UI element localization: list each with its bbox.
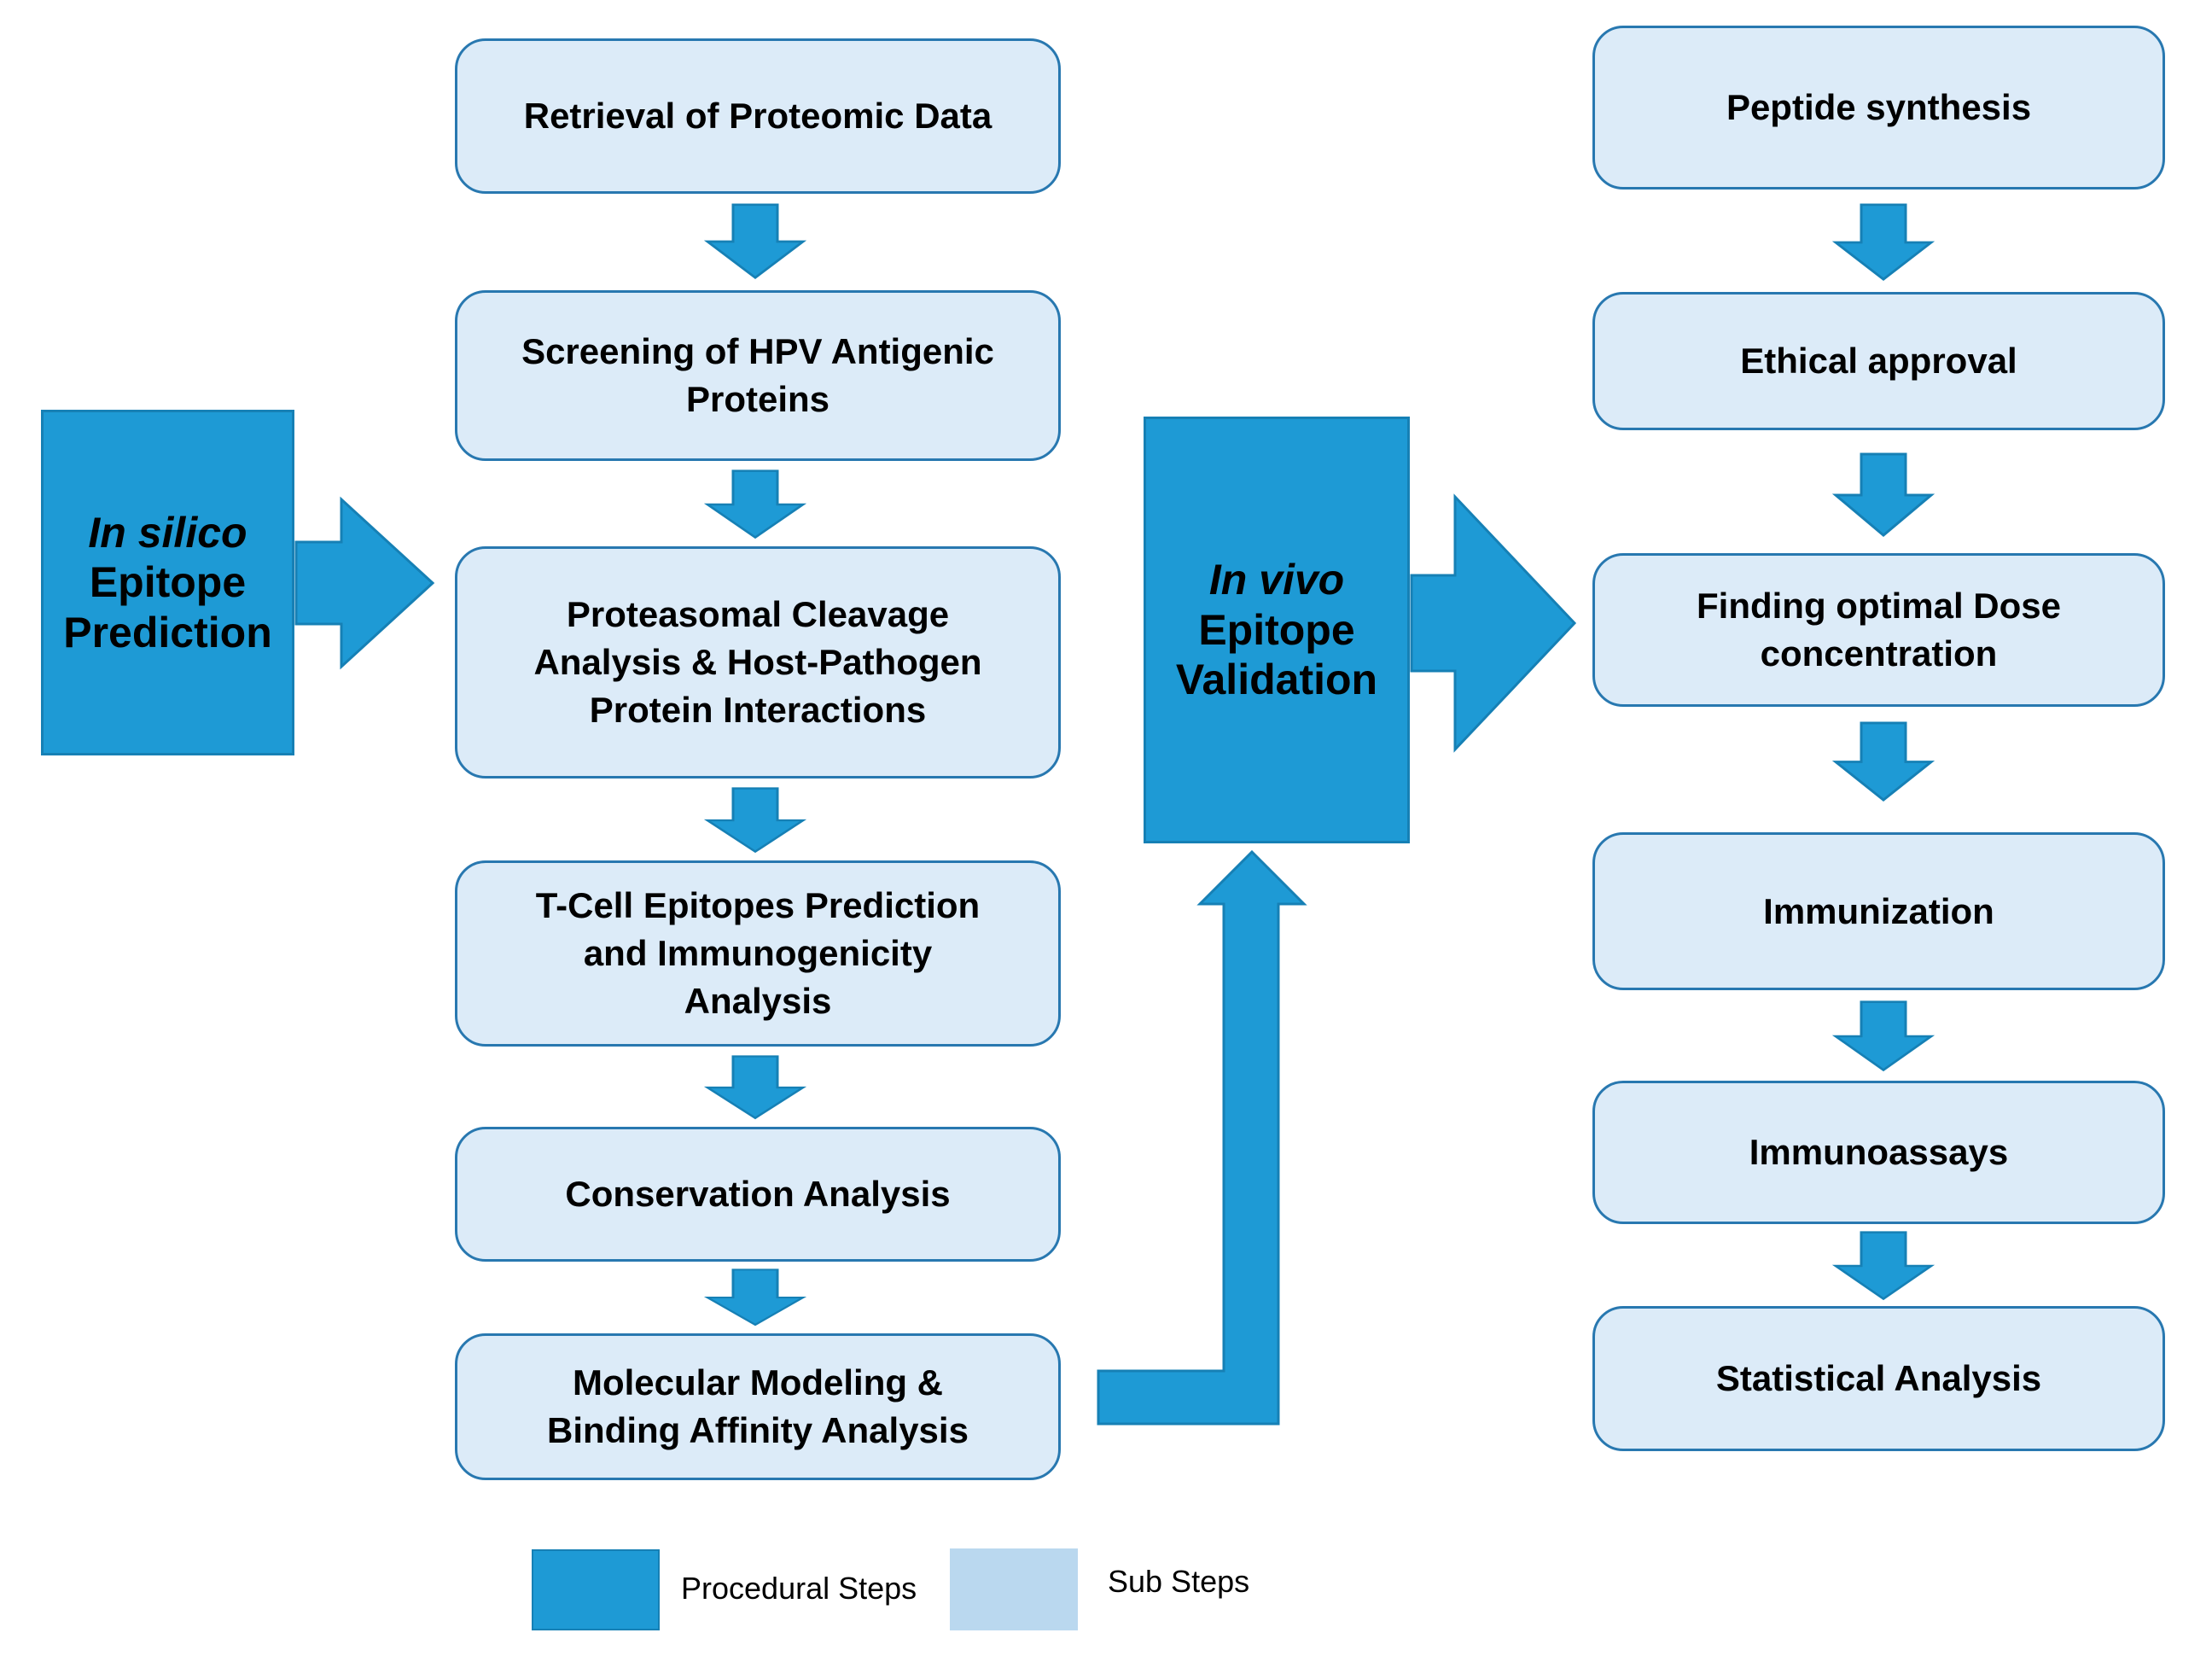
down-arrow-icon [703, 1055, 807, 1120]
substep-box-tcell-epitopes: T-Cell Epitopes Prediction and Immunogen… [455, 860, 1061, 1047]
substep-box-molecular-modeling: Molecular Modeling & Binding Affinity An… [455, 1333, 1061, 1480]
label-line: Validation [1175, 656, 1378, 704]
down-arrow-icon [1831, 1231, 1936, 1301]
label-line: Screening of HPV Antigenic [521, 331, 994, 372]
substep-box-proteasomal-cleavage: Proteasomal Cleavage Analysis & Host-Pat… [455, 546, 1061, 779]
legend-procedural-swatch [532, 1549, 660, 1630]
down-arrow-icon [703, 787, 807, 854]
label-line: Peptide synthesis [1726, 87, 2032, 128]
label-line: concentration [1760, 633, 1998, 674]
label-line: Proteins [685, 379, 830, 419]
substep-box-peptide-synthesis: Peptide synthesis [1592, 26, 2165, 190]
label-line: Epitope [1198, 605, 1355, 654]
down-arrow-icon [1831, 721, 1936, 802]
label-line: Statistical Analysis [1715, 1358, 2042, 1399]
down-arrow-icon [1831, 1000, 1936, 1072]
substep-box-ethical-approval: Ethical approval [1592, 292, 2165, 430]
down-arrow-icon [703, 469, 807, 539]
label-line: Conservation Analysis [565, 1174, 951, 1215]
label-line: Analysis [684, 980, 832, 1021]
substep-box-dose-concentration: Finding optimal Dose concentration [1592, 553, 2165, 707]
label-line: Immunoassays [1749, 1132, 2009, 1173]
procedural-box-in-vivo: In vivo Epitope Validation [1144, 417, 1410, 843]
label-line: Retrieval of Proteomic Data [523, 96, 992, 137]
label-line: and Immunogenicity [583, 933, 933, 974]
label-line: Analysis & Host-Pathogen [533, 642, 982, 683]
in-silico-right-arrow-icon [294, 496, 435, 670]
label-line: In vivo [1208, 556, 1345, 604]
feedback-up-arrow-icon [1097, 849, 1307, 1426]
substep-box-statistical-analysis: Statistical Analysis [1592, 1306, 2165, 1451]
label-line: Prediction [63, 608, 272, 656]
label-line: Binding Affinity Analysis [547, 1410, 969, 1450]
procedural-box-in-silico: In silico Epitope Prediction [41, 410, 294, 755]
label-line: Finding optimal Dose [1697, 586, 2061, 627]
label-line: T-Cell Epitopes Prediction [535, 885, 981, 926]
down-arrow-icon [703, 1268, 807, 1327]
substep-box-immunoassays: Immunoassays [1592, 1081, 2165, 1224]
substep-box-retrieval-proteomic-data: Retrieval of Proteomic Data [455, 38, 1061, 194]
label-line: Protein Interactions [589, 689, 927, 730]
legend-substeps-swatch [950, 1548, 1078, 1630]
down-arrow-icon [1831, 452, 1936, 537]
label-line: Molecular Modeling & [572, 1362, 944, 1403]
substep-box-screening-hpv: Screening of HPV Antigenic Proteins [455, 290, 1061, 461]
down-arrow-icon [1831, 203, 1936, 282]
legend-procedural-label: Procedural Steps [681, 1571, 917, 1606]
label-line: Immunization [1763, 890, 1994, 931]
substep-box-conservation-analysis: Conservation Analysis [455, 1127, 1061, 1262]
in-vivo-right-arrow-icon [1410, 493, 1577, 753]
label-line: In silico [88, 508, 247, 557]
label-line: Ethical approval [1740, 341, 2017, 382]
substep-box-immunization: Immunization [1592, 832, 2165, 990]
label-line: Proteasomal Cleavage [566, 594, 950, 635]
legend-substeps-label: Sub Steps [1108, 1564, 1250, 1599]
label-line: Epitope [89, 558, 247, 607]
down-arrow-icon [703, 203, 807, 280]
